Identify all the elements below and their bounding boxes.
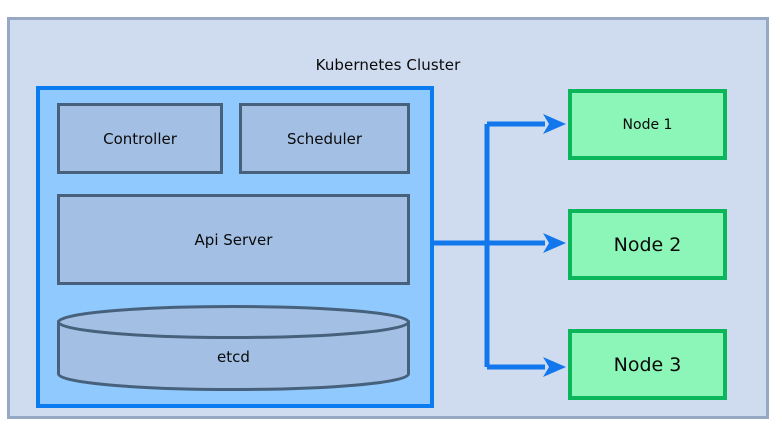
- component-scheduler[interactable]: Scheduler: [239, 103, 410, 174]
- node-1[interactable]: Node 1: [568, 89, 727, 160]
- component-api-server[interactable]: Api Server: [57, 194, 410, 285]
- node-1-label: Node 1: [622, 116, 673, 133]
- node-2-label: Node 2: [613, 233, 682, 256]
- node-2[interactable]: Node 2: [568, 209, 727, 280]
- component-api-server-label: Api Server: [194, 230, 273, 249]
- component-etcd[interactable]: etcd: [57, 305, 410, 391]
- component-controller-label: Controller: [103, 129, 177, 148]
- node-3[interactable]: Node 3: [568, 329, 727, 400]
- node-3-label: Node 3: [613, 353, 682, 376]
- cylinder-shape-icon: [57, 305, 410, 391]
- component-scheduler-label: Scheduler: [286, 129, 363, 148]
- component-controller[interactable]: Controller: [57, 103, 223, 174]
- cluster-title: Kubernetes Cluster: [315, 56, 461, 74]
